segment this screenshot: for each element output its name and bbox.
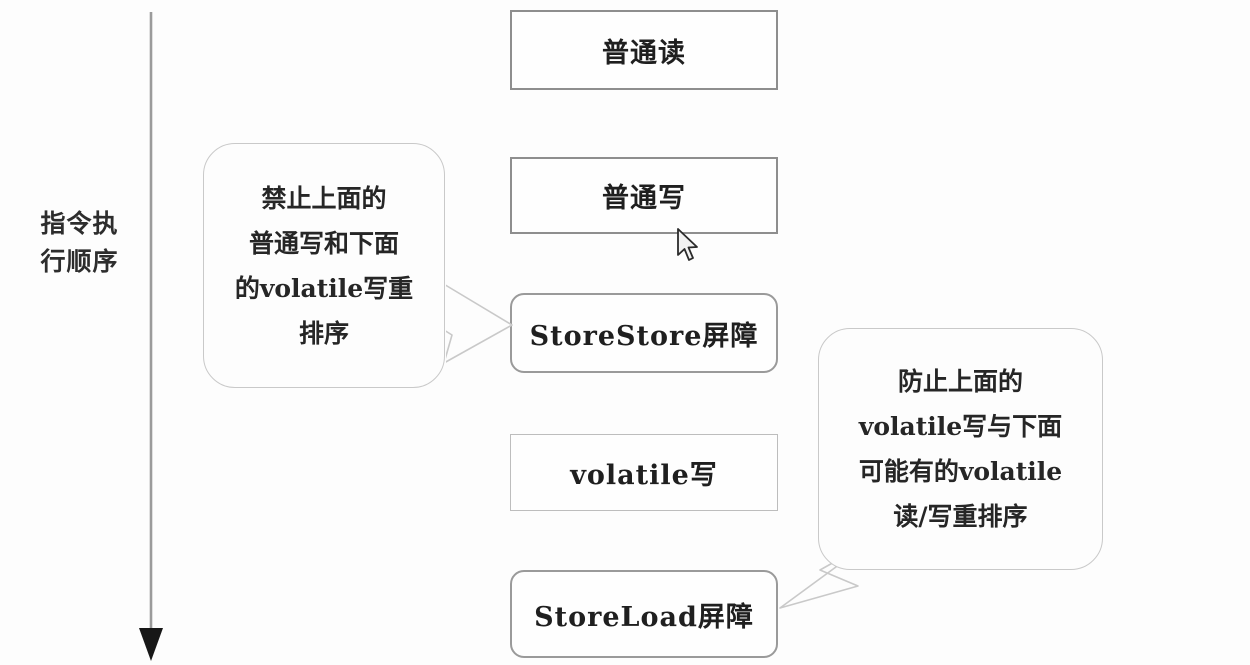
- instruction-order-label-line2: 行顺序: [40, 247, 119, 276]
- box-normal-read[interactable]: 普通读: [510, 10, 778, 90]
- callout-storestore-note-line1: 禁止上面的: [261, 183, 387, 213]
- instruction-order-label: 指令执 行顺序: [22, 205, 137, 281]
- box-normal-write-label: 普通写: [602, 183, 686, 214]
- box-normal-read-label: 普通读: [602, 37, 686, 69]
- callout-storeload-note-line4: 读/写重排序: [893, 502, 1028, 531]
- callout-storeload-note-line1: 防止上面的: [897, 367, 1023, 396]
- callout-storestore-note-line3: 的volatile写重: [234, 273, 414, 303]
- box-normal-write[interactable]: 普通写: [510, 157, 778, 234]
- callout-storestore-note-text: 禁止上面的 普通写和下面 的volatile写重 排序: [221, 176, 427, 356]
- callout-storeload-note-text: 防止上面的 volatile写与下面 可能有的volatile 读/写重排序: [845, 359, 1076, 539]
- box-volatile-write[interactable]: volatile写: [510, 434, 778, 511]
- box-storestore-barrier[interactable]: StoreStore屏障: [510, 293, 778, 373]
- callout-storeload-note-line2: volatile写与下面: [858, 412, 1063, 441]
- instruction-order-label-line1: 指令执: [40, 209, 119, 238]
- box-storestore-barrier-label: StoreStore屏障: [529, 320, 759, 352]
- callout-storestore-note-line4: 排序: [298, 318, 349, 348]
- box-storeload-barrier-label: StoreLoad屏障: [534, 601, 754, 633]
- callout-storestore-note-line2: 普通写和下面: [248, 228, 399, 258]
- box-volatile-write-label: volatile写: [570, 460, 718, 491]
- callout-storestore-note: 禁止上面的 普通写和下面 的volatile写重 排序: [203, 143, 445, 388]
- box-storeload-barrier[interactable]: StoreLoad屏障: [510, 570, 778, 658]
- callout-storeload-note: 防止上面的 volatile写与下面 可能有的volatile 读/写重排序: [818, 328, 1103, 570]
- callout-storeload-note-line3: 可能有的volatile: [858, 457, 1063, 486]
